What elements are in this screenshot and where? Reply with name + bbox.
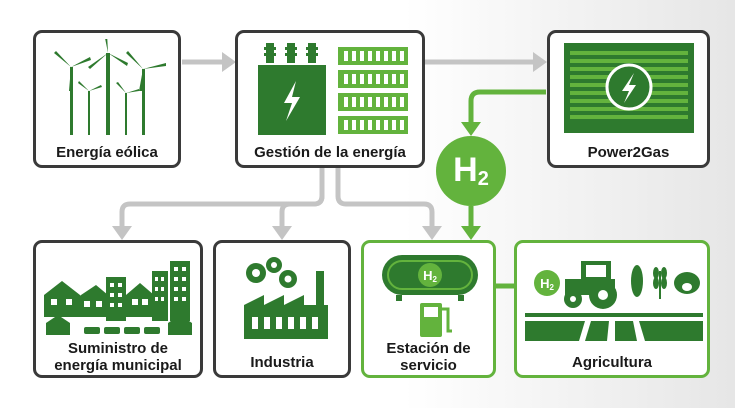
town-icon <box>44 261 192 335</box>
power2gas-label: Power2Gas <box>587 144 670 161</box>
node-industry: Industria <box>213 240 351 378</box>
arrow-p2g-to-h2 <box>468 89 546 124</box>
wind-turbines-icon <box>54 39 166 135</box>
municipal-supply-label-line1: Suministro de <box>67 340 168 357</box>
power2gas-unit-icon <box>564 43 694 133</box>
municipal-supply-label-line2: energía municipal <box>54 357 182 374</box>
tractor-h2-symbol: H <box>540 276 549 291</box>
wind-energy-label: Energía eólica <box>56 144 158 161</box>
hydrogen-symbol: H <box>453 151 478 189</box>
tank-h2-symbol: H <box>423 268 432 283</box>
transformer-battery-icon <box>258 43 408 135</box>
node-power2gas: Power2Gas <box>547 30 710 168</box>
tank-h2-subscript: 2 <box>432 275 437 284</box>
industry-label: Industria <box>250 354 314 371</box>
svg-text:H2: H2 <box>423 268 437 284</box>
factory-icon <box>244 257 328 339</box>
node-energy-management: Gestión de la energía <box>235 30 425 168</box>
service-station-label-line1: Estación de <box>386 340 471 357</box>
service-station-label-line2: servicio <box>400 357 457 374</box>
node-service-station: H2 Estación de servicio <box>361 240 496 378</box>
arrow-management-to-station <box>335 168 435 228</box>
hydrogen-station-icon: H2 <box>382 255 478 337</box>
tractor-h2-subscript: 2 <box>549 283 554 292</box>
arrow-management-to-municipal <box>119 168 325 228</box>
node-wind-energy: Energía eólica <box>33 30 181 168</box>
node-agriculture: H2 Agricultura <box>514 240 710 378</box>
node-municipal-supply: Suministro de energía municipal <box>33 240 203 378</box>
agriculture-label: Agricultura <box>571 354 652 371</box>
energy-management-label: Gestión de la energía <box>254 144 406 161</box>
svg-text:H2: H2 <box>540 276 554 292</box>
farm-tractor-icon: H2 <box>525 261 703 341</box>
arrow-management-to-industry <box>279 168 325 228</box>
hydrogen-badge: H2 <box>436 136 506 206</box>
hydrogen-subscript: 2 <box>477 168 489 190</box>
